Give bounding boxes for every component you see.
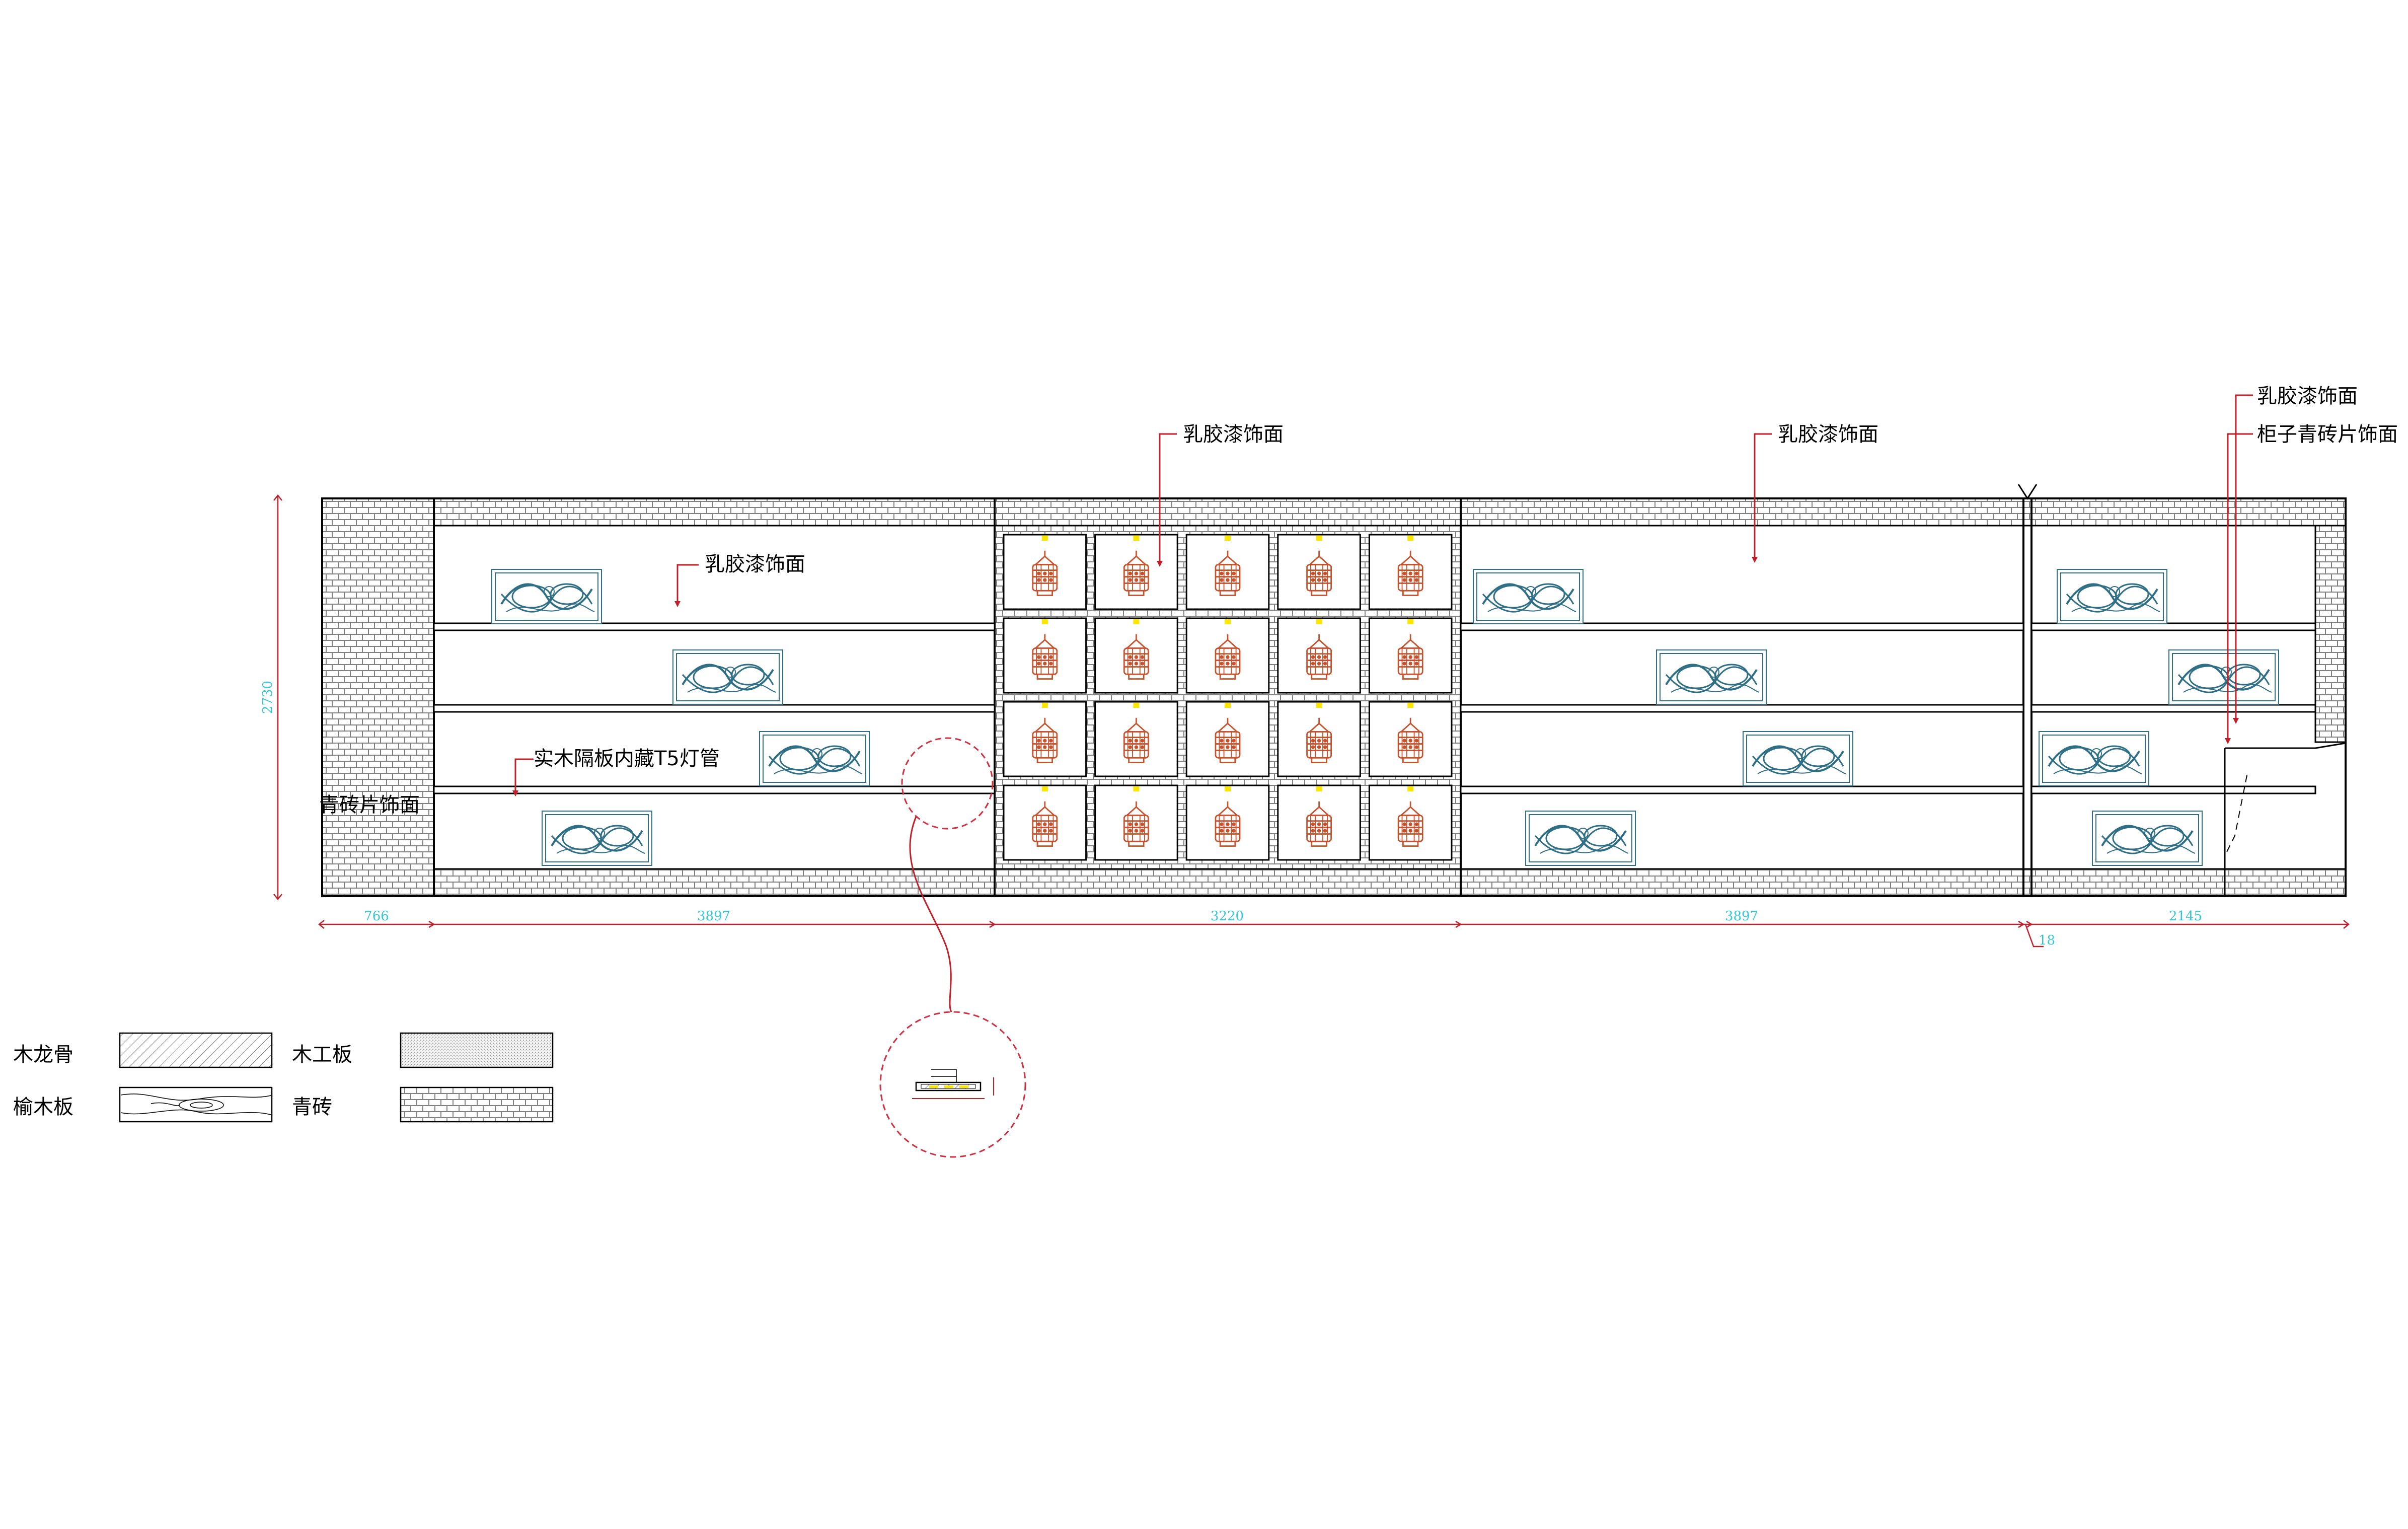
leader-latex-3: [1754, 433, 1772, 559]
niche-light: [1041, 786, 1048, 791]
annotations: 乳胶漆饰面 乳胶漆饰面 乳胶漆饰面 乳胶漆饰面 柜子青砖片饰面 实木隔板内藏T5…: [319, 385, 2398, 817]
niche-light: [1407, 703, 1414, 708]
decor-panel: [1473, 569, 1584, 624]
wall-elevation: [321, 484, 2347, 897]
dim-height: 2730: [260, 681, 275, 714]
detail-connector: [909, 816, 952, 1012]
lantern-grid: [1003, 534, 1453, 861]
right-brick-strip: [2314, 525, 2347, 743]
elevation-outline: [321, 497, 2347, 897]
niche-light: [1133, 619, 1140, 624]
label-brick-facing: 青砖片饰面: [319, 793, 420, 817]
leader-arrows: [512, 557, 2239, 796]
niche-light: [1225, 619, 1231, 624]
cabinet-break: [2017, 484, 2346, 896]
legend-swatch-brick: [400, 1086, 554, 1123]
decor-panel: [672, 649, 783, 705]
legend-swatch-woodgrain: [119, 1086, 273, 1123]
detail-view-circle: [879, 1011, 1026, 1158]
detail-callout: [879, 737, 1026, 1158]
niche-light: [1041, 536, 1048, 541]
dim-3897-left: 3897: [697, 909, 730, 924]
niche-light: [1225, 536, 1231, 541]
dim-3897-right: 3897: [1725, 909, 1758, 924]
niche-light: [1316, 536, 1322, 541]
decor-panel: [2168, 649, 2279, 705]
legend-label-blockboard: 木工板: [292, 1043, 352, 1066]
dim-3220: 3220: [1211, 909, 1244, 924]
detail-marker-circle: [901, 737, 994, 830]
legend-label-blue-brick: 青砖: [292, 1096, 332, 1119]
niche-light: [1407, 786, 1414, 791]
shelves: [433, 622, 2316, 794]
leader-latex-4: [2235, 394, 2253, 720]
label-latex-paint-2: 乳胶漆饰面: [1183, 423, 1284, 446]
leader-latex-2: [1159, 433, 1177, 563]
niche-light: [1225, 703, 1231, 708]
decor-panel: [1656, 649, 1767, 705]
leader-latex-1: [676, 564, 699, 603]
material-legend: 木龙骨 木工板 榆木板 青砖: [13, 1032, 554, 1123]
leader-cabinet-brick: [2227, 433, 2253, 740]
decor-panel: [1743, 731, 1853, 786]
label-latex-paint-1: 乳胶漆饰面: [705, 553, 805, 576]
decor-panel: [2057, 569, 2167, 624]
label-latex-paint-3: 乳胶漆饰面: [1778, 423, 1878, 446]
niche-light: [1316, 786, 1322, 791]
decor-panel: [542, 811, 652, 866]
decor-panel: [1525, 811, 1636, 866]
niche-light: [1133, 786, 1140, 791]
legend-swatch-dots: [400, 1032, 554, 1068]
top-brick-band: [433, 497, 2347, 527]
label-cabinet-brick: 柜子青砖片饰面: [2257, 423, 2398, 446]
legend-label-elm-board: 榆木板: [13, 1096, 73, 1119]
niche-light: [1316, 703, 1322, 708]
niche-light: [1133, 703, 1140, 708]
dim-766: 766: [364, 909, 389, 924]
section-dividers: [433, 498, 2033, 896]
bottom-brick-band: [433, 868, 2347, 897]
niche-light: [1041, 703, 1048, 708]
left-brick-column: [321, 497, 435, 897]
dim-2145: 2145: [2169, 909, 2202, 924]
dimension-texts: 2730 766 3897 3220 3897 18 2145: [260, 681, 2202, 948]
dimension-lines: [273, 494, 2350, 948]
decor-panel: [759, 731, 870, 786]
legend-swatch-hatch: [119, 1032, 273, 1068]
label-latex-paint-4: 乳胶漆饰面: [2257, 385, 2358, 408]
legend-label-wood-keel: 木龙骨: [13, 1043, 73, 1066]
niche-light: [1407, 536, 1414, 541]
dim-18: 18: [2039, 933, 2055, 948]
decor-panel: [2092, 811, 2203, 866]
decor-panel: [491, 569, 602, 624]
niche-light: [1225, 786, 1231, 791]
niche-light: [1133, 536, 1140, 541]
label-shelf-light: 实木隔板内藏T5灯管: [534, 747, 720, 770]
leader-shelf-light: [514, 758, 534, 792]
decor-panel: [2039, 731, 2149, 786]
leader-lines: [514, 394, 2253, 792]
detail-shelf-section: [912, 1069, 994, 1099]
niche-light: [1407, 619, 1414, 624]
niche-light: [1316, 619, 1322, 624]
niche-light: [1041, 619, 1048, 624]
